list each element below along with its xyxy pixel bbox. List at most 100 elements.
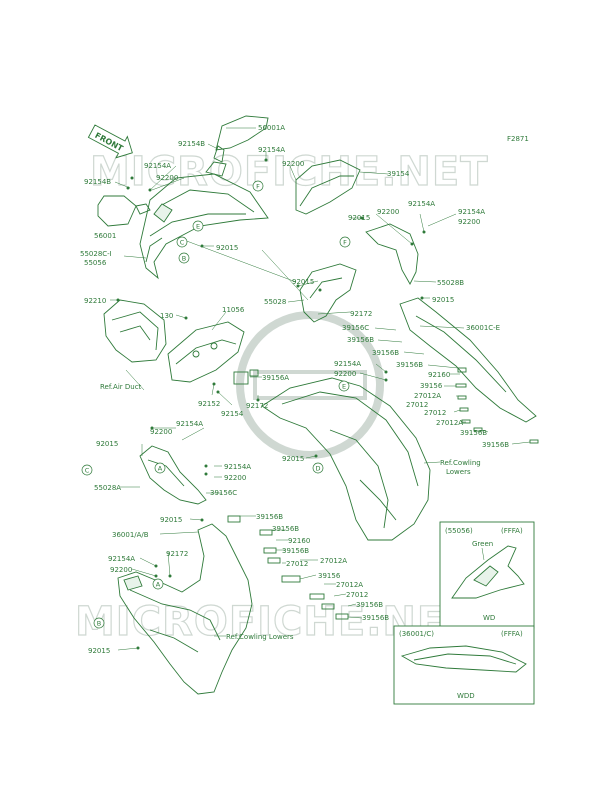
inset-bottom-code: (FFFA)	[501, 630, 523, 638]
label-92015-h: 92015	[88, 647, 110, 655]
svg-text:E: E	[342, 383, 346, 391]
label-92015-d: 92015	[432, 296, 454, 304]
label-92200-e: 92200	[334, 370, 356, 378]
inset-top-part: (55056)	[445, 527, 473, 535]
middle-fairing	[261, 377, 431, 541]
lower-side-fairing-left	[117, 523, 253, 695]
label-92160-a: 92160	[428, 371, 450, 379]
tag-a-lower: A	[152, 578, 164, 590]
label-39156-b: 39156	[318, 572, 341, 580]
label-ref-cowling-lowers-c: Ref.Cowling Lowers	[226, 633, 294, 641]
tag-b-upper: B	[178, 252, 190, 264]
front-side-panel-left	[139, 445, 207, 505]
label-92154a-c: 92154A	[408, 200, 435, 208]
label-27012a-d: 27012A	[336, 581, 363, 589]
svg-text:E: E	[196, 223, 200, 231]
label-27012-d: 27012	[346, 591, 368, 599]
svg-text:C: C	[180, 239, 185, 247]
label-39156-a: 39156	[420, 382, 443, 390]
label-92015-c: 92015	[292, 278, 314, 286]
label-39156b-d: 39156B	[460, 429, 487, 437]
label-55028a: 55028A	[94, 484, 121, 492]
label-39156a: 39156A	[262, 374, 289, 382]
label-92200-h: 92200	[110, 566, 132, 574]
label-92200-c: 92200	[377, 208, 399, 216]
label-39154: 39154	[387, 170, 410, 178]
svg-text:A: A	[158, 465, 163, 473]
label-39156b-j: 39156B	[362, 614, 389, 622]
label-92154a-e: 92154A	[334, 360, 361, 368]
label-92160-b: 92160	[288, 537, 310, 545]
label-92154a-b: 92154A	[144, 162, 171, 170]
label-92200-g: 92200	[224, 474, 246, 482]
label-36001c-e: 36001C-E	[466, 324, 500, 332]
label-55028: 55028	[264, 298, 286, 306]
watermark-top: MICROFICHE.NET	[90, 149, 489, 195]
inset-top-variant: WD	[483, 614, 495, 622]
small-parts-cluster-center	[227, 369, 349, 620]
label-55028b: 55028B	[437, 279, 464, 287]
side-fairing-right	[399, 297, 537, 423]
circle-tags: F E C B F D E C A A B	[81, 180, 351, 629]
label-39156b-a: 39156B	[347, 336, 374, 344]
tag-e-upper: E	[192, 220, 204, 232]
label-130: 130	[160, 312, 173, 320]
label-55028c: 55028C-I	[80, 250, 112, 258]
label-27012-c: 27012	[286, 560, 308, 568]
label-92154b-top: 92154B	[178, 140, 205, 148]
label-55056: 55056	[84, 259, 107, 267]
inner-panel-center	[299, 263, 357, 323]
svg-text:B: B	[97, 620, 101, 628]
label-39156b-g: 39156B	[272, 525, 299, 533]
label-92200-b: 92200	[156, 174, 178, 182]
inset-36001c: (36001/C) (FFFA) WDD	[393, 625, 535, 705]
label-92015-a: 92015	[216, 244, 238, 252]
label-39156b-i: 39156B	[356, 601, 383, 609]
label-92210: 92210	[84, 297, 106, 305]
tag-b-lower: B	[93, 617, 105, 629]
tag-c-upper: C	[176, 236, 188, 248]
label-27012-a: 27012	[406, 401, 428, 409]
label-92172-c: 92172	[166, 550, 188, 558]
label-39156b-b: 39156B	[372, 349, 399, 357]
label-ref-air-duct: Ref.Air Duct	[100, 383, 142, 391]
label-39156b-e: 39156B	[482, 441, 509, 449]
small-parts-cluster-right	[455, 367, 539, 444]
label-92154a-g: 92154A	[224, 463, 251, 471]
watermark-logo	[236, 311, 384, 459]
svg-text:F: F	[256, 183, 260, 191]
inset-top-code: (FFFA)	[501, 527, 523, 535]
label-92154b-left: 92154B	[84, 178, 111, 186]
label-11056: 11056	[222, 306, 245, 314]
inner-panel-right-upper	[365, 223, 419, 285]
label-92200-d: 92200	[458, 218, 480, 226]
label-92200-a: 92200	[282, 160, 304, 168]
windshield	[295, 159, 361, 215]
label-ref-cowling-lowers-b: Lowers	[446, 468, 471, 476]
svg-text:C: C	[85, 467, 90, 475]
label-92172-a: 92172	[350, 310, 372, 318]
tag-a-left: A	[154, 462, 166, 474]
label-56001a: 56001A	[258, 124, 285, 132]
label-ref-cowling-lowers-a: Ref.Cowling	[440, 459, 481, 467]
tag-d-center: D	[312, 462, 324, 474]
label-92172-b: 92172	[246, 402, 268, 410]
label-27012a-c: 27012A	[320, 557, 347, 565]
label-92015-e: 92015	[96, 440, 118, 448]
label-92152: 92152	[198, 400, 220, 408]
label-92154a-d: 92154A	[458, 208, 485, 216]
svg-text:B: B	[182, 255, 186, 263]
meter-bracket	[167, 321, 245, 383]
label-92154a-f: 92154A	[176, 420, 203, 428]
label-56001: 56001	[94, 232, 116, 240]
tag-f-right: F	[339, 236, 351, 248]
label-27012a-b: 27012A	[436, 419, 463, 427]
label-39156b-h: 39156B	[282, 547, 309, 555]
svg-text:A: A	[156, 581, 161, 589]
label-92154a-h: 92154A	[108, 555, 135, 563]
air-duct	[103, 299, 167, 363]
label-39156c-b: 39156C	[210, 489, 237, 497]
fasteners	[116, 158, 426, 650]
figure-code: F2871	[507, 135, 529, 143]
